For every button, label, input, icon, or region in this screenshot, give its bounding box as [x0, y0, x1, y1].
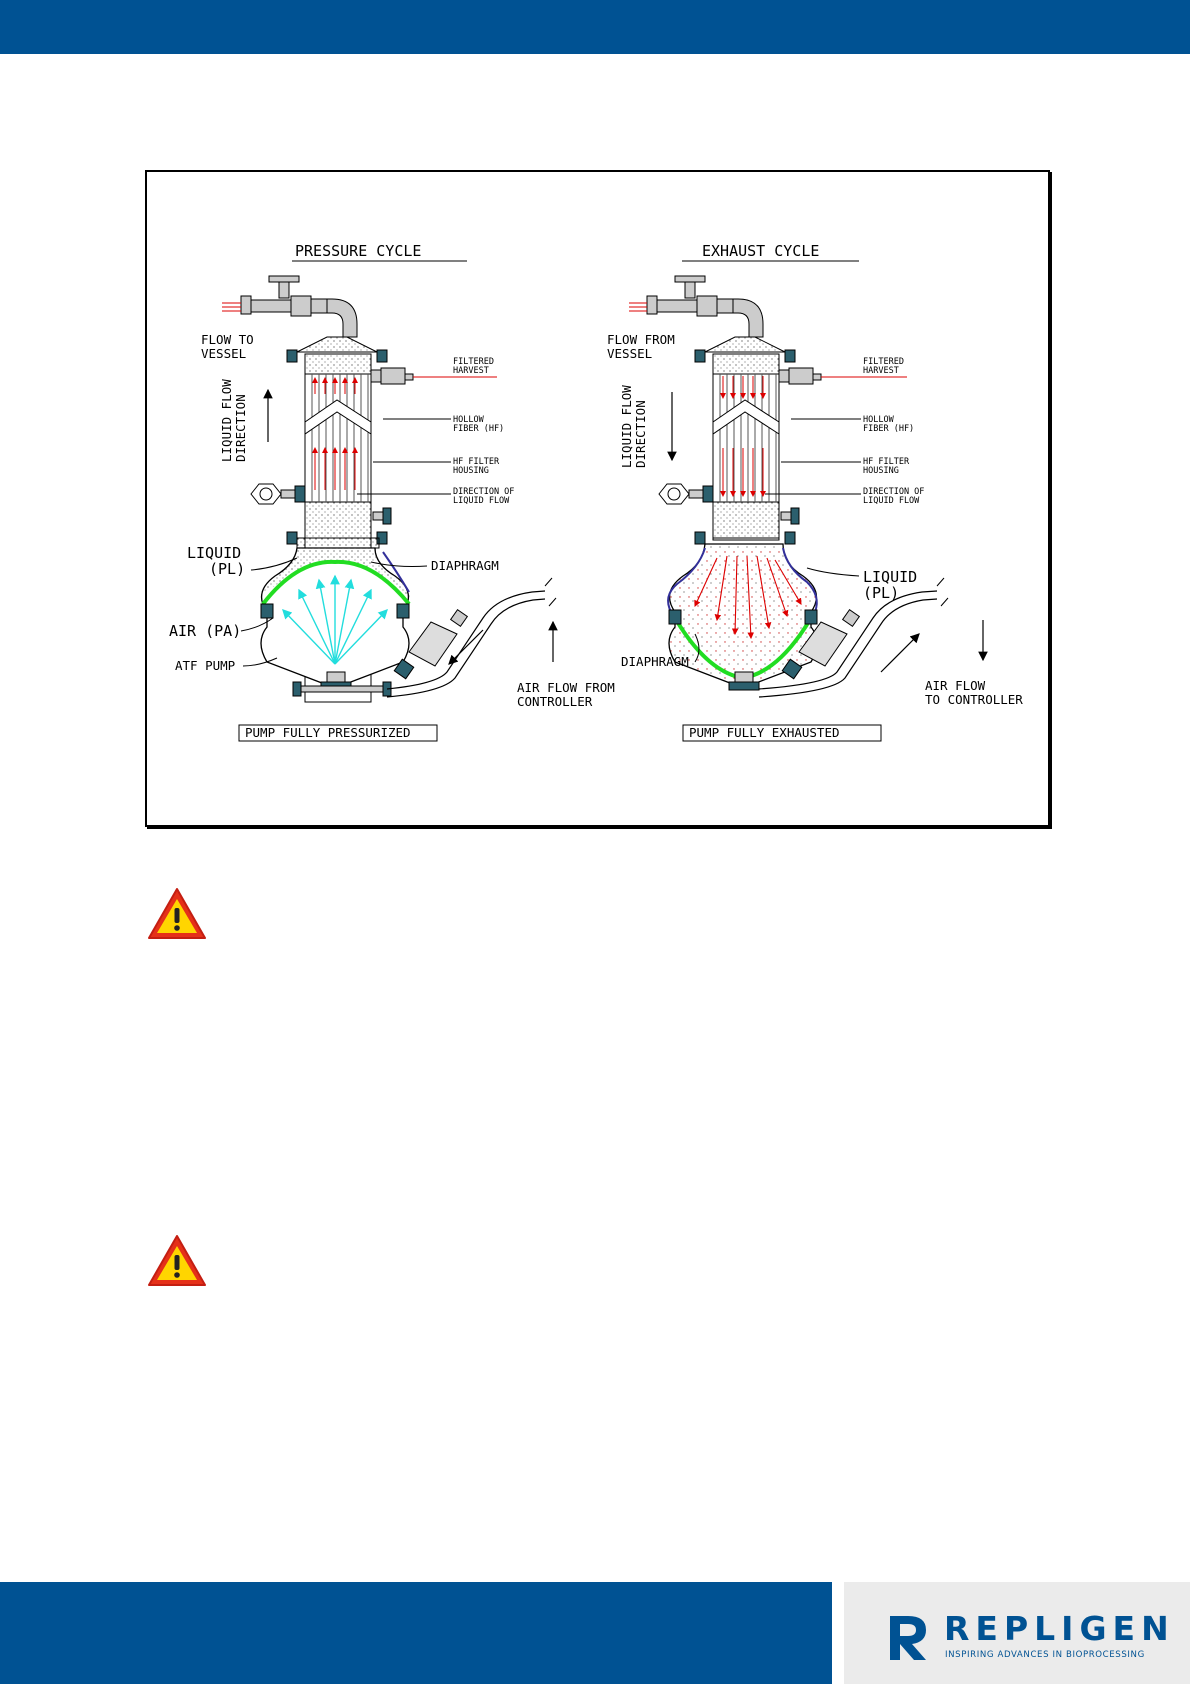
pressure-cycle: PRESSURE CYCLE FLOW TO VESSEL LIQUID FLO… — [169, 242, 615, 742]
direction-of-liquid-flow-exhaust-label-2: LIQUID FLOW — [863, 496, 920, 506]
atf-pump-pressurized — [259, 547, 411, 697]
filtered-harvest-label-1: FILTERED — [453, 357, 494, 367]
direction-of-liquid-flow-label-1: DIRECTION OF — [453, 487, 514, 497]
flow-from-vessel-label-2: VESSEL — [607, 346, 652, 361]
liquid-pl-exhaust-label-2: (PL) — [863, 584, 899, 602]
liquid-flow-direction-exhaust-label-2: DIRECTION — [633, 400, 648, 468]
pressure-gauge — [250, 483, 306, 505]
air-flow-from-controller-label-1: AIR FLOW FROM — [517, 680, 615, 695]
liquid-pl-label-1: LIQUID — [187, 544, 241, 562]
liquid-pl-exhaust-label-1: LIQUID — [863, 568, 917, 586]
pressure-gauge-exhaust — [658, 483, 714, 505]
exhaust-cycle: EXHAUST CYCLE FLOW FROM VESSEL LIQUID FL… — [607, 242, 1023, 742]
outflow-lines — [629, 302, 647, 312]
atf-pump-label: ATF PUMP — [175, 658, 235, 673]
hf-filter-housing-label-1: HF FILTER — [453, 457, 500, 467]
hollow-fiber-label-2: FIBER (HF) — [453, 424, 504, 434]
hollow-fiber-exhaust-label-2: FIBER (HF) — [863, 424, 914, 434]
header-band — [0, 0, 1190, 54]
flow-from-vessel-label-1: FLOW FROM — [607, 332, 675, 347]
harvest-valve — [240, 275, 358, 338]
diaphragm-label: DIAPHRAGM — [431, 558, 499, 573]
atf-pump-exhausted — [667, 543, 818, 691]
warning-triangle-icon — [148, 1235, 206, 1286]
exhaust-cycle-status: PUMP FULLY EXHAUSTED — [689, 725, 840, 740]
exhaust-cycle-title: EXHAUST CYCLE — [702, 242, 819, 260]
hf-module — [286, 353, 388, 703]
hf-filter-housing-exhaust-label-2: HOUSING — [863, 466, 899, 476]
atf-cycle-figure: PRESSURE CYCLE FLOW TO VESSEL LIQUID FLO… — [145, 170, 1050, 827]
air-line-pressure — [386, 577, 558, 698]
harvest-port-exhaust — [778, 367, 822, 385]
hf-filter-housing-label-2: HOUSING — [453, 466, 489, 476]
filtered-harvest-exhaust-label-1: FILTERED — [863, 357, 904, 367]
filtered-harvest-label-2: HARVEST — [453, 366, 489, 376]
flow-to-vessel-label-2: VESSEL — [201, 346, 246, 361]
liquid-pl-label-2: (PL) — [209, 560, 245, 578]
repligen-logo: REPLIGEN — [944, 1609, 1175, 1648]
liquid-flow-direction-label-1: LIQUID FLOW — [219, 379, 234, 462]
pressure-cycle-status: PUMP FULLY PRESSURIZED — [245, 725, 411, 740]
logo-tagline: INSPIRING ADVANCES IN BIOPROCESSING — [945, 1650, 1145, 1660]
filtered-harvest-exhaust-label-2: HARVEST — [863, 366, 899, 376]
inflow-lines — [222, 302, 241, 312]
direction-of-liquid-flow-exhaust-label-1: DIRECTION OF — [863, 487, 924, 497]
hf-module-exhaust — [694, 353, 796, 545]
hf-filter-housing-exhaust-label-1: HF FILTER — [863, 457, 910, 467]
hollow-fiber-exhaust-label-1: HOLLOW — [863, 415, 895, 425]
air-flow-to-controller-label-2: TO CONTROLLER — [925, 692, 1023, 707]
air-pa-label: AIR (PA) — [169, 622, 241, 640]
harvest-port — [370, 367, 414, 385]
harvest-valve-exhaust — [646, 275, 764, 338]
hollow-fiber-label-1: HOLLOW — [453, 415, 485, 425]
footer-logo-panel: REPLIGEN INSPIRING ADVANCES IN BIOPROCES… — [844, 1582, 1190, 1684]
liquid-flow-direction-exhaust-label-1: LIQUID FLOW — [619, 385, 634, 468]
top-cap — [296, 336, 378, 353]
air-flow-to-controller-label-1: AIR FLOW — [925, 678, 986, 693]
direction-of-liquid-flow-label-2: LIQUID FLOW — [453, 496, 510, 506]
footer-band — [0, 1582, 832, 1684]
warning-triangle-icon — [148, 888, 206, 939]
flow-to-vessel-label-1: FLOW TO — [201, 332, 254, 347]
air-flow-from-controller-label-2: CONTROLLER — [517, 694, 593, 709]
air-line-exhaust — [758, 577, 988, 698]
pressure-cycle-title: PRESSURE CYCLE — [295, 242, 421, 260]
liquid-flow-direction-label-2: DIRECTION — [233, 394, 248, 462]
atf-diagram: PRESSURE CYCLE FLOW TO VESSEL LIQUID FLO… — [169, 242, 1023, 742]
diaphragm-exhaust-label: DIAPHRAGM — [621, 654, 689, 669]
repligen-logo-icon — [890, 1616, 926, 1660]
